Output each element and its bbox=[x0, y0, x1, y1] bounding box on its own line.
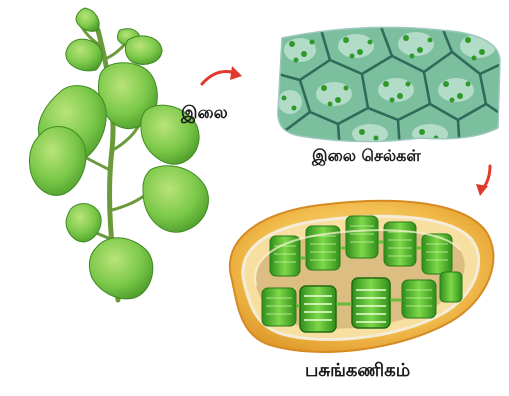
arrow-right-icon bbox=[202, 66, 242, 84]
leaf-cells-illustration bbox=[270, 20, 509, 150]
leaf-cells-label: இலை செல்கள் bbox=[312, 146, 421, 167]
chloroplast-illustration bbox=[230, 201, 494, 352]
chloroplast-label: பசுங்கணிகம் bbox=[305, 360, 410, 383]
arrow-down-icon bbox=[476, 166, 490, 196]
plant-illustration bbox=[29, 8, 208, 300]
leaf-label: இலை bbox=[181, 103, 228, 125]
